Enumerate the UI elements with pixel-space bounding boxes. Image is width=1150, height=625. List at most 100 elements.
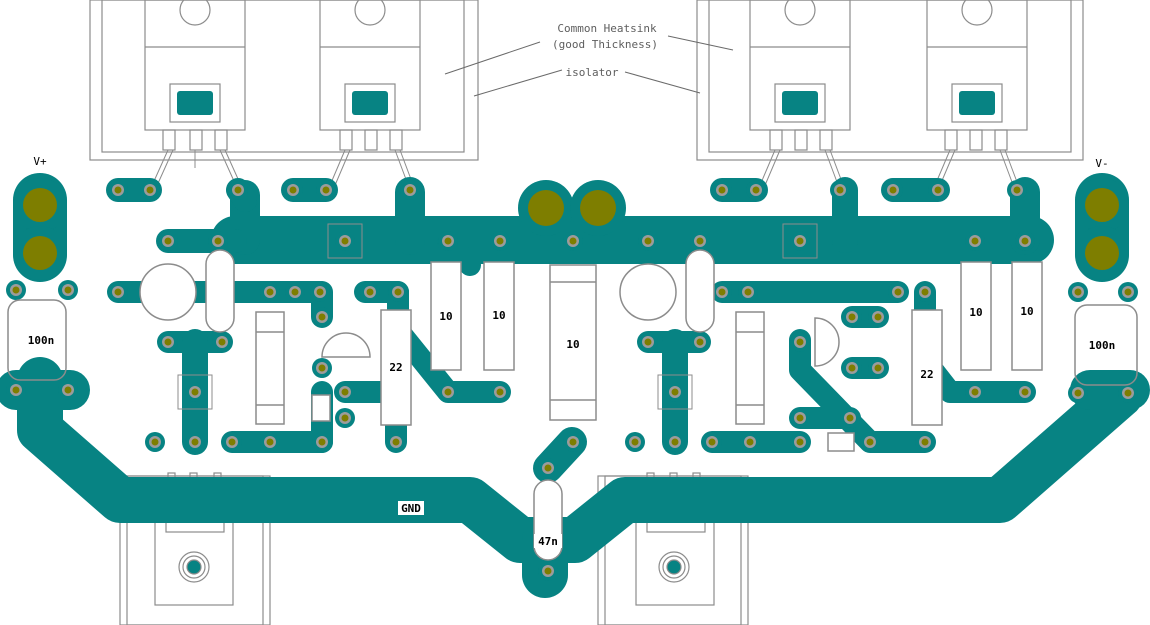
drill-hole <box>64 386 72 394</box>
transistor-outline <box>177 374 213 410</box>
heatsink-left <box>89 0 479 161</box>
drill-hole <box>341 237 349 245</box>
drill-hole <box>544 567 552 575</box>
drill-hole <box>1013 186 1021 194</box>
transistor-top-2 <box>319 0 421 151</box>
annotation-heatsink-line2: (good Thickness) <box>552 38 658 51</box>
solder-pads <box>6 180 1138 581</box>
drill-hole <box>496 237 504 245</box>
drill-hole <box>744 288 752 296</box>
drill-hole <box>496 388 504 396</box>
label-res-a: 10 <box>439 310 452 323</box>
drill-hole <box>971 388 979 396</box>
drill-hole <box>1074 389 1082 397</box>
drill-hole <box>406 186 414 194</box>
annotation-isolator: isolator <box>566 66 619 79</box>
transistor-outline <box>782 223 818 259</box>
drill-hole <box>848 364 856 372</box>
label-res-center: 10 <box>566 338 579 351</box>
drill-hole <box>1074 288 1082 296</box>
drill-hole <box>874 313 882 321</box>
drill-hole <box>836 186 844 194</box>
drill-hole <box>114 186 122 194</box>
drill-hole <box>796 438 804 446</box>
drill-hole <box>671 438 679 446</box>
drill-hole <box>392 438 400 446</box>
drill-hole <box>394 288 402 296</box>
label-res-left-22: 22 <box>389 361 402 374</box>
drill-hole <box>218 338 226 346</box>
drill-hole <box>644 237 652 245</box>
drill-hole <box>444 388 452 396</box>
drill-hole <box>1021 388 1029 396</box>
drill-hole <box>921 438 929 446</box>
drill-hole <box>644 338 652 346</box>
drill-hole <box>746 438 754 446</box>
drill-hole <box>234 186 242 194</box>
drill-hole <box>696 237 704 245</box>
label-res-c: 10 <box>969 306 982 319</box>
label-gnd: GND <box>401 502 421 515</box>
drill-hole <box>318 364 326 372</box>
transistor-outline <box>327 223 363 259</box>
drill-hole <box>1124 389 1132 397</box>
drill-hole <box>894 288 902 296</box>
drill-hole <box>214 237 222 245</box>
drill-hole <box>164 338 172 346</box>
drill-hole <box>146 186 154 194</box>
drill-hole <box>444 237 452 245</box>
drill-hole <box>889 186 897 194</box>
drill-hole <box>752 186 760 194</box>
transistor-top-4 <box>926 0 1028 151</box>
transistor-top-1 <box>144 0 246 151</box>
drill-hole <box>874 364 882 372</box>
label-res-d: 10 <box>1020 305 1033 318</box>
drill-hole <box>341 414 349 422</box>
label-cap-right: 100n <box>1089 339 1116 352</box>
drill-hole <box>318 438 326 446</box>
drill-hole <box>341 388 349 396</box>
drill-hole <box>1124 288 1132 296</box>
drill-hole <box>164 237 172 245</box>
drill-hole <box>12 286 20 294</box>
transistor-top-3 <box>749 0 851 151</box>
silkscreen <box>7 249 1138 561</box>
annotation-leaders <box>444 35 734 97</box>
label-v-plus: V+ <box>33 155 47 168</box>
label-res-b: 10 <box>492 309 505 322</box>
drill-hole <box>921 288 929 296</box>
drill-hole <box>866 438 874 446</box>
label-cap-bottom: 47n <box>538 535 558 548</box>
drill-hole <box>191 388 199 396</box>
label-res-right-22: 22 <box>920 368 933 381</box>
drill-hole <box>796 338 804 346</box>
drill-hole <box>569 237 577 245</box>
drill-hole <box>846 414 854 422</box>
big-pads <box>13 178 1129 280</box>
drill-hole <box>708 438 716 446</box>
drill-hole <box>718 288 726 296</box>
drill-hole <box>318 313 326 321</box>
annotation-heatsink-line1: Common Heatsink <box>557 22 657 35</box>
drill-hole <box>191 438 199 446</box>
drill-hole <box>696 338 704 346</box>
drill-hole <box>114 288 122 296</box>
drill-hole <box>64 286 72 294</box>
drill-hole <box>934 186 942 194</box>
drill-hole <box>671 388 679 396</box>
drill-hole <box>796 237 804 245</box>
drill-hole <box>291 288 299 296</box>
transistor-outline <box>657 374 693 410</box>
drill-hole <box>289 186 297 194</box>
label-cap-left: 100n <box>28 334 55 347</box>
drill-hole <box>631 438 639 446</box>
drill-hole <box>1021 237 1029 245</box>
drill-hole <box>266 438 274 446</box>
drill-hole <box>366 288 374 296</box>
drill-hole <box>544 464 552 472</box>
drill-hole <box>266 288 274 296</box>
drill-hole <box>796 414 804 422</box>
label-v-minus: V- <box>1095 157 1108 170</box>
drill-hole <box>316 288 324 296</box>
